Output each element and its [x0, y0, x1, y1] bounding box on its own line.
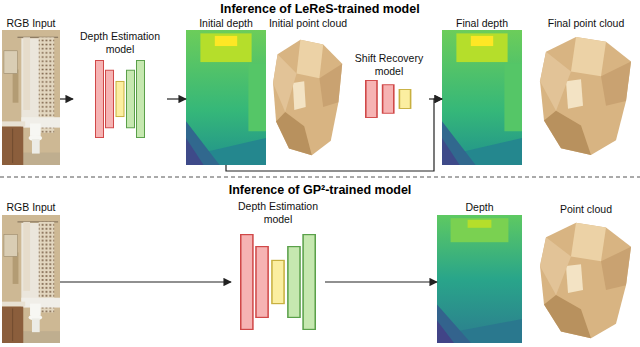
image-label: Depth Estimation model: [75, 30, 165, 56]
point-cloud: [540, 37, 631, 155]
point-cloud: [540, 223, 631, 338]
image-panel: Initial depth: [186, 17, 266, 165]
rgb-photo: [2, 215, 60, 343]
image-panel: Final point cloud: [536, 17, 636, 160]
network-icon: [366, 80, 411, 117]
image-panel: Final depth: [442, 17, 522, 165]
image-panel: Initial point cloud: [267, 17, 350, 160]
network-icon: [96, 60, 145, 137]
flow-arrow: [167, 98, 186, 99]
panel-heading: Inference of LeReS-trained model: [0, 2, 640, 17]
image-label: Initial depth: [199, 17, 254, 30]
network-icon: [241, 235, 315, 330]
image-panel: RGB Input: [2, 17, 60, 165]
image-panel: Point cloud: [536, 203, 636, 343]
image-label: Initial point cloud: [268, 17, 348, 30]
image-label: Depth: [465, 201, 495, 214]
image-label: RGB Input: [6, 201, 57, 214]
image-label: Depth Estimation model: [233, 200, 323, 226]
flow-arrow: [60, 98, 73, 99]
image-label: Point cloud: [560, 203, 613, 216]
image-panel: RGB Input: [2, 201, 60, 343]
depth-map: [437, 215, 522, 343]
image-label: Final point cloud: [547, 17, 625, 30]
rgb-photo: [2, 30, 60, 165]
image-label: RGB Input: [6, 17, 57, 30]
flow-arrow: [325, 281, 437, 282]
separator: [0, 177, 640, 178]
point-cloud: [273, 40, 342, 155]
depth-map: [442, 30, 522, 165]
image-panel: Depth: [437, 201, 522, 343]
image-label: Shift Recovery model: [351, 52, 427, 78]
network-block: Depth Estimation model: [231, 200, 325, 330]
flow-arrow: [226, 99, 442, 171]
image-label: Final depth: [456, 17, 509, 30]
network-block: Depth Estimation model: [73, 30, 167, 138]
panel-heading: Inference of GP²-trained model: [0, 183, 640, 198]
flow-arrow: [60, 281, 231, 282]
network-block: Shift Recovery model: [349, 52, 429, 118]
depth-map: [186, 30, 266, 165]
